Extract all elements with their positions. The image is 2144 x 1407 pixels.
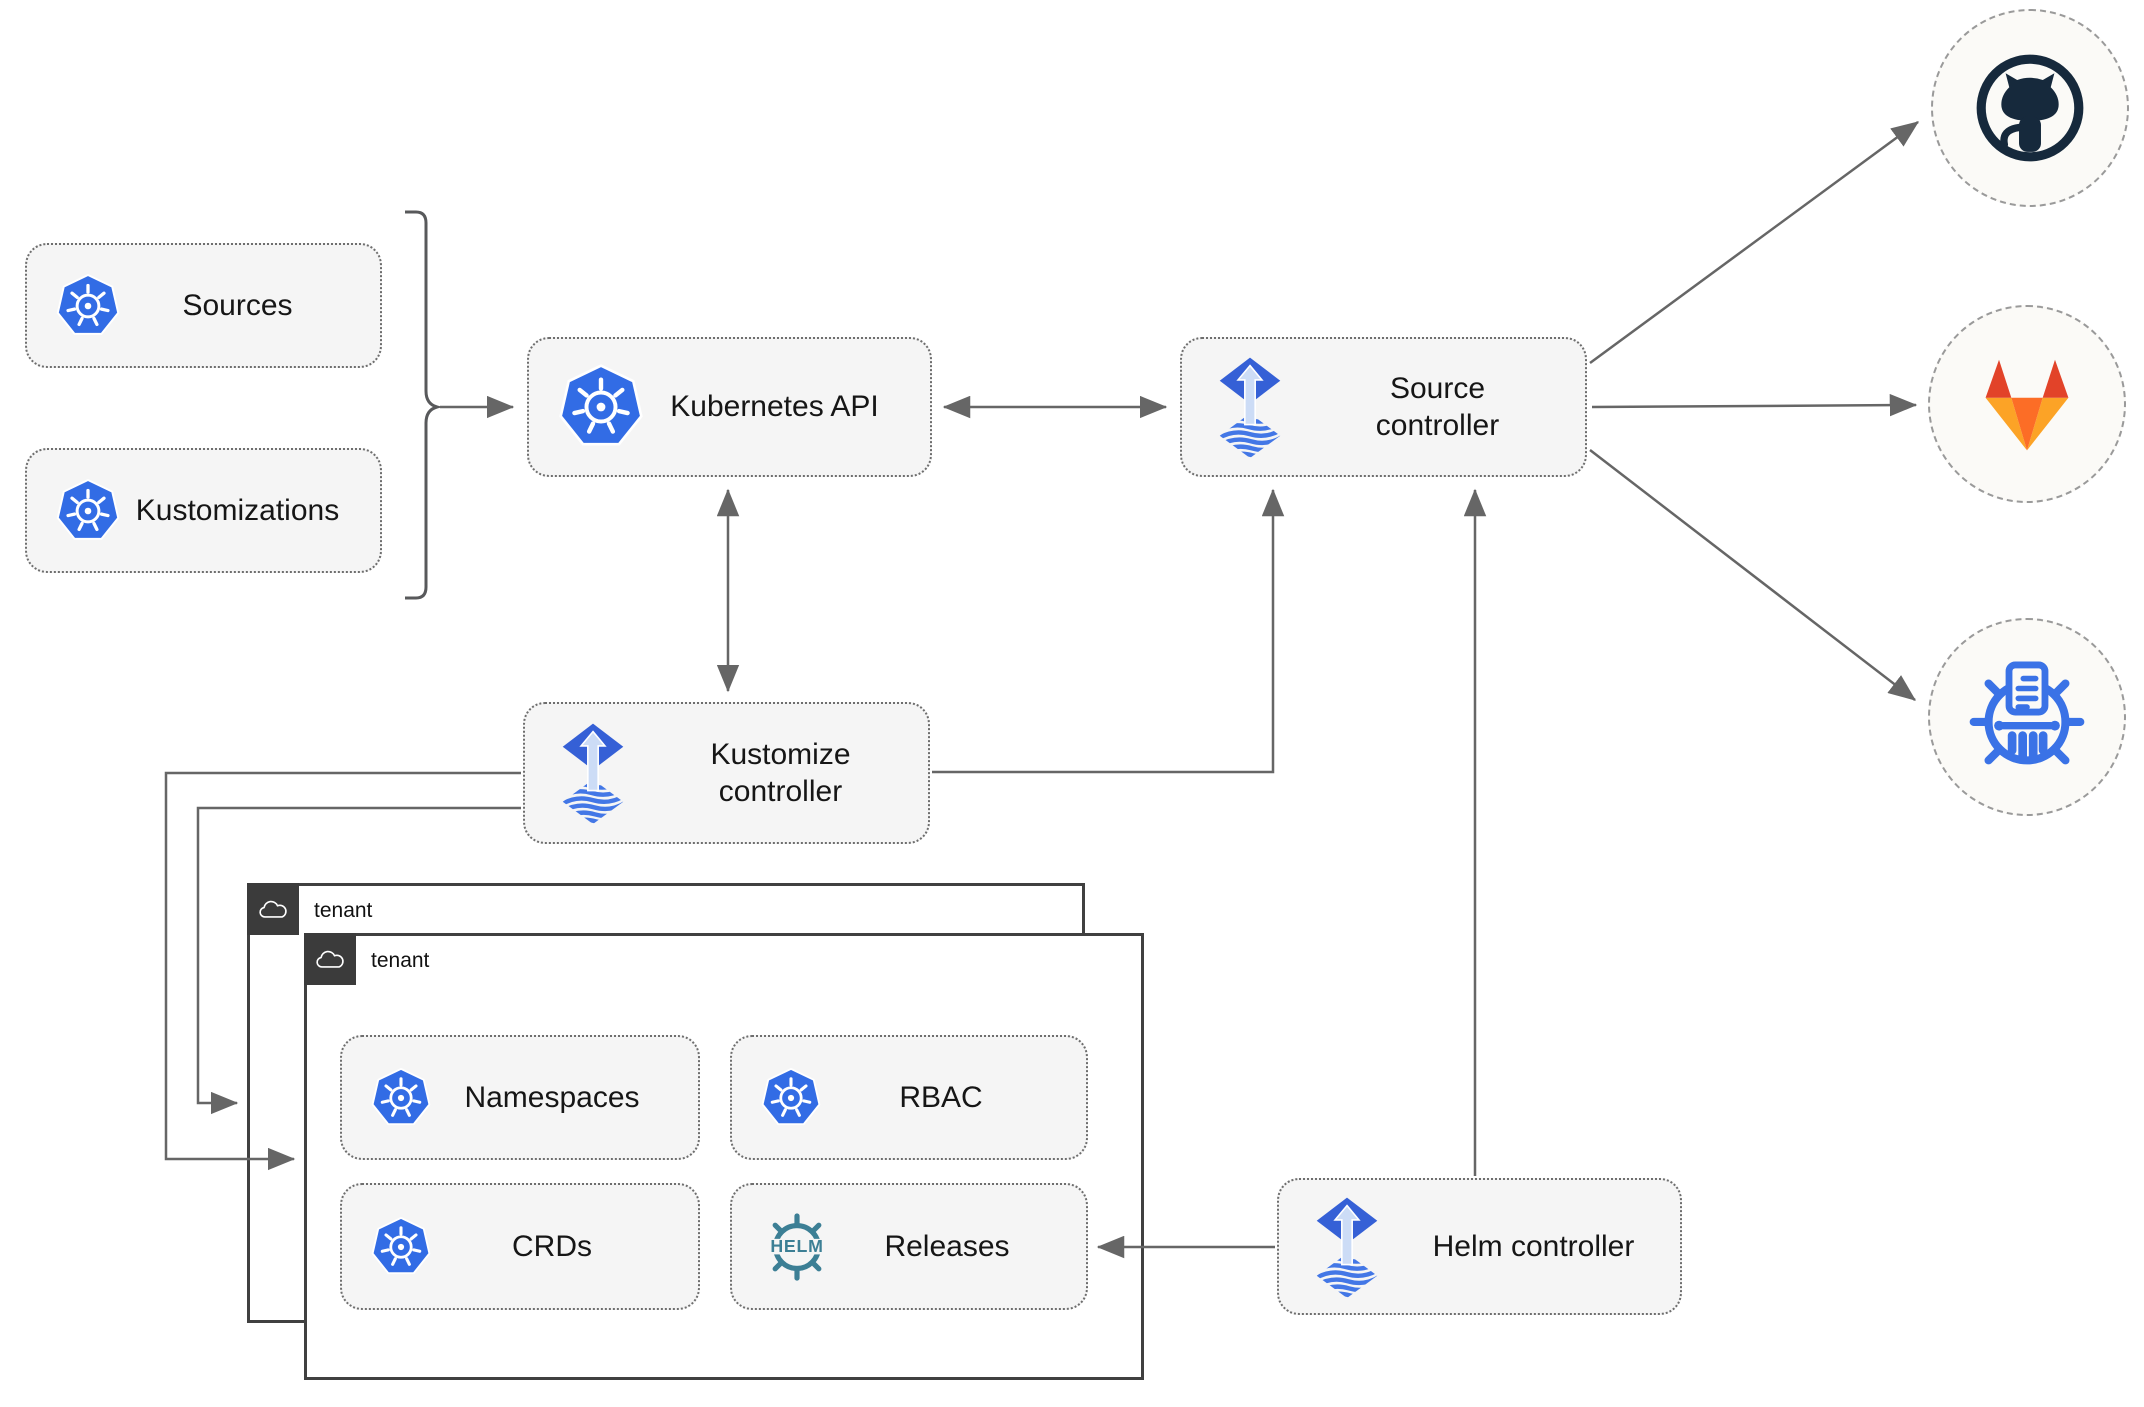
node-rbac: RBAC	[730, 1035, 1088, 1160]
node-source-controller-label: Source controller	[1375, 371, 1500, 443]
flux-icon	[553, 722, 633, 824]
kubernetes-icon	[370, 1216, 432, 1278]
kubernetes-icon	[55, 478, 121, 544]
arrow-source-to-gitlab	[1591, 393, 1918, 417]
tenant-inner-tab	[304, 933, 356, 985]
kubernetes-icon	[55, 273, 121, 339]
cloud-icon	[315, 950, 344, 968]
flux-icon	[1307, 1196, 1387, 1298]
node-helm-controller: Helm controller	[1277, 1178, 1682, 1315]
provider-gitlab	[1928, 305, 2126, 503]
node-kustomize-controller-label: Kustomize controller	[710, 737, 851, 809]
kubernetes-icon	[557, 363, 645, 451]
helm-icon: HELM	[760, 1210, 834, 1284]
node-helm-controller-label: Helm controller	[1432, 1229, 1635, 1263]
node-releases: HELM Releases	[730, 1183, 1088, 1310]
node-sources-label: Sources	[182, 288, 293, 322]
flux-icon	[1210, 356, 1290, 458]
node-namespaces: Namespaces	[340, 1035, 700, 1160]
node-rbac-label: RBAC	[899, 1080, 983, 1114]
node-source-controller: Source controller	[1180, 337, 1587, 477]
github-icon	[1976, 54, 2084, 162]
node-sources: Sources	[25, 243, 382, 368]
node-releases-label: Releases	[884, 1229, 1010, 1263]
helm-wordmark: HELM	[770, 1236, 823, 1256]
node-crds: CRDs	[340, 1183, 700, 1310]
arrow-kustomize-to-source-controller	[932, 488, 1285, 774]
provider-github	[1931, 9, 2129, 207]
cloud-icon	[258, 900, 287, 918]
tenant-inner-label: tenant	[371, 949, 430, 972]
tenant-outer-label: tenant	[314, 899, 373, 922]
node-kustomizations: Kustomizations	[25, 448, 382, 573]
gitlab-icon	[1985, 359, 2069, 450]
kubernetes-icon	[760, 1067, 822, 1129]
node-kustomize-controller: Kustomize controller	[523, 702, 930, 844]
brace-sources-group	[405, 210, 443, 600]
node-namespaces-label: Namespaces	[464, 1080, 640, 1114]
provider-chartmuseum	[1928, 618, 2126, 816]
arrow-source-to-chartmuseum	[1589, 449, 1916, 701]
kubernetes-icon	[370, 1067, 432, 1129]
node-kubernetes-api: Kubernetes API	[527, 337, 932, 477]
node-kubernetes-api-label: Kubernetes API	[670, 390, 879, 424]
node-crds-label: CRDs	[512, 1229, 592, 1263]
tenant-outer-tab	[247, 883, 299, 935]
node-kustomizations-label: Kustomizations	[135, 493, 340, 527]
arrow-source-to-github	[1589, 120, 1920, 365]
chartmuseum-icon	[1969, 661, 2085, 765]
